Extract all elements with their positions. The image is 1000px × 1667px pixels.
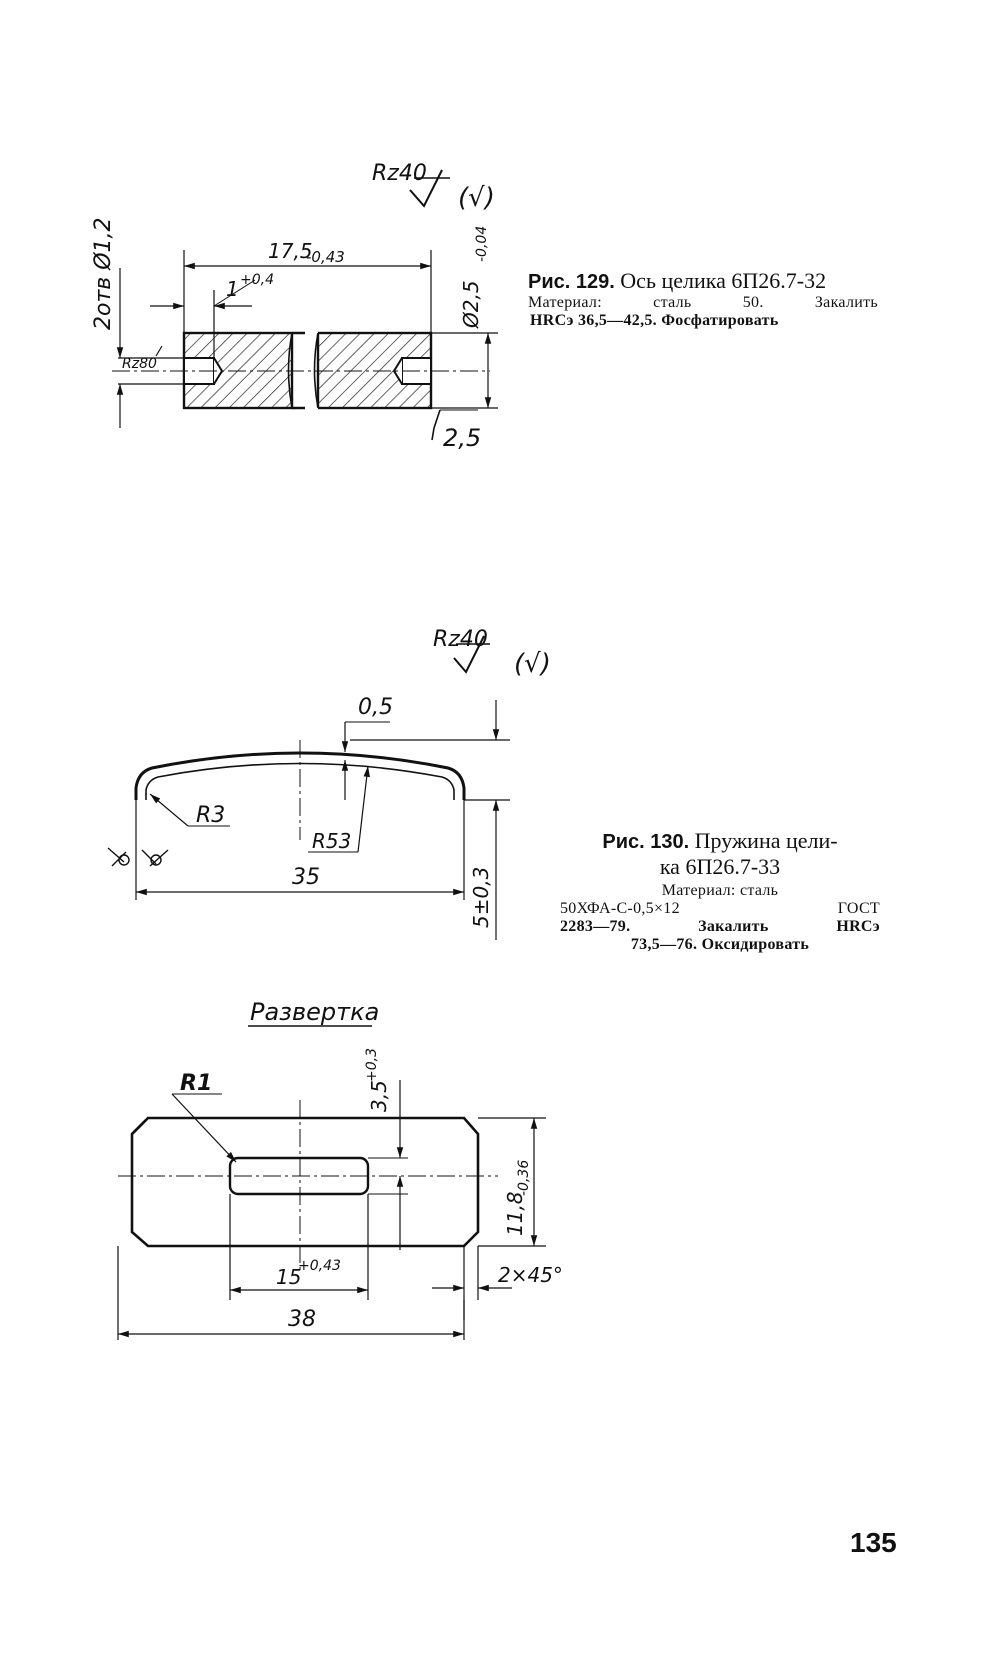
fig129-caption-title-line: Рис. 129. Ось целика 6П26.7-32 bbox=[528, 268, 878, 294]
fig129-caption: Рис. 129. Ось целика 6П26.7-32 Материал:… bbox=[528, 268, 878, 330]
development-dim-slot-offset-tol: +0,3 bbox=[364, 1048, 380, 1082]
development-dim-slot-offset: 3,5 bbox=[367, 1080, 391, 1112]
fig129-dim-diameter: Ø2,5 bbox=[459, 280, 483, 329]
fig129-material-line2: HRCэ 36,5—42,5. Фосфатировать bbox=[530, 312, 779, 329]
development-dim-width-tol: -0,36 bbox=[516, 1160, 532, 1196]
fig129-dim-diameter-tol: -0,04 bbox=[474, 226, 490, 262]
fig129-dim-length-tol: -0,43 bbox=[306, 248, 345, 266]
fig130-dim-r3: R3 bbox=[196, 803, 225, 828]
fig130-dim-height: 5±0,3 bbox=[469, 867, 493, 928]
fig129-dim-hole-depth: 1 bbox=[226, 277, 239, 301]
fig129-caption-title: Ось целика 6П26.7-32 bbox=[620, 268, 827, 293]
fig129-dim-holes: 2отв Ø1,2 bbox=[91, 217, 116, 330]
fig130-caption-title-2: ка 6П26.7-33 bbox=[659, 854, 781, 879]
fig129-dim-length: 17,5 bbox=[268, 239, 313, 263]
fig130-dim-length: 35 bbox=[292, 865, 320, 890]
development-dim-width: 11,8 bbox=[503, 1191, 527, 1236]
fig129-dim-hole-depth-tol: +0,4 bbox=[240, 272, 274, 288]
development-dim-chamfer: 2×45° bbox=[498, 1263, 563, 1287]
fig130-roughness-mark: (√) bbox=[514, 649, 551, 679]
fig130-caption-title-1: Пружина цели- bbox=[694, 828, 838, 853]
fig130-material-line2: 50ХФА-С-0,5×12 ГОСТ bbox=[560, 900, 880, 917]
fig130-dim-r53: R53 bbox=[312, 829, 351, 853]
development-dim-slot-length: 15 bbox=[276, 1265, 301, 1289]
fig130-roughness-general: Rz40 bbox=[433, 627, 488, 652]
page-number: 135 bbox=[850, 1527, 897, 1558]
fig129-roughness-general: Rz40 bbox=[372, 161, 427, 186]
development-drawing: Развертка R1 3,5 +0,3 11,8 -0,36 15 +0,4… bbox=[117, 998, 563, 1340]
fig130-drawing: Rz40 (√) 0,5 R3 R53 35 bbox=[107, 627, 551, 940]
fig130-material-line3: 2283—79. Закалить HRCэ bbox=[560, 918, 880, 935]
development-dim-r1: R1 bbox=[180, 1071, 212, 1096]
development-title: Развертка bbox=[250, 998, 379, 1026]
fig130-dim-thickness: 0,5 bbox=[358, 695, 393, 720]
fig129-material-line1: Материал: сталь 50. Закалить bbox=[528, 294, 878, 311]
fig129-caption-num: Рис. 129. bbox=[528, 271, 615, 293]
development-dim-length: 38 bbox=[288, 1307, 316, 1332]
development-dim-slot-length-tol: +0,43 bbox=[298, 1258, 341, 1274]
fig130-material-line1: Материал: сталь bbox=[661, 882, 779, 899]
fig130-caption: Рис. 130. Пружина цели- ка 6П26.7-33 Мат… bbox=[560, 828, 880, 954]
fig129-roughness-hole: Rz80 bbox=[122, 356, 157, 372]
fig129-roughness-end: 2,5 bbox=[443, 424, 481, 452]
fig129-roughness-mark: (√) bbox=[458, 183, 495, 213]
fig130-material-line4: 73,5—76. Оксидировать bbox=[630, 936, 810, 953]
fig130-caption-num: Рис. 130. bbox=[602, 831, 690, 853]
fig129-drawing: Rz40 (√) 17,5 -0,43 1 +0,4 bbox=[91, 161, 498, 452]
fig130-caption-title-line1: Рис. 130. Пружина цели- bbox=[560, 828, 880, 854]
